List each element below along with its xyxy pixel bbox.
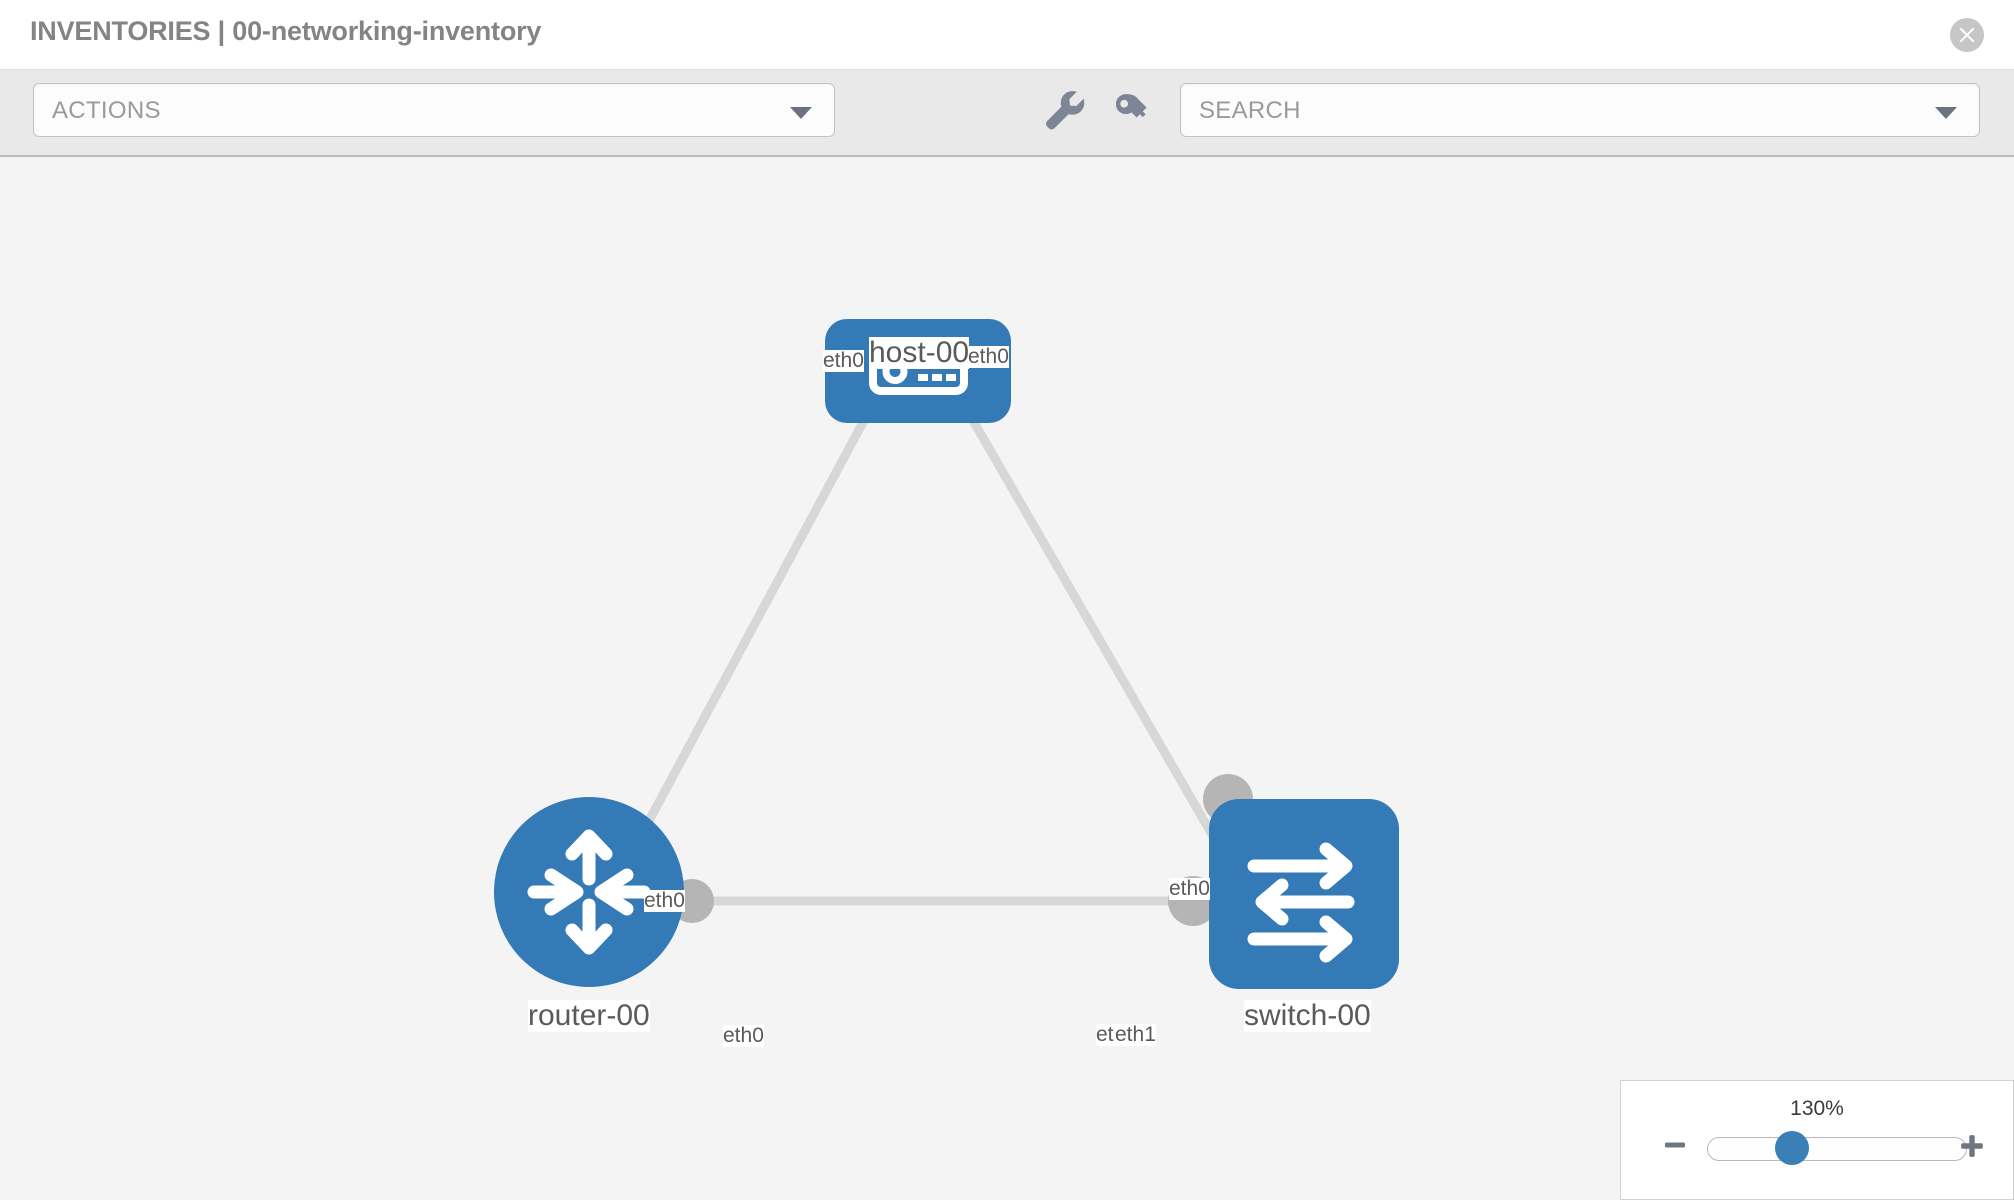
iface-label: eth0 [723,1024,764,1048]
iface-label: eth0 [823,349,864,373]
iface-label: eth0 [644,889,685,913]
plus-icon[interactable] [1959,1133,1985,1164]
minus-icon[interactable] [1663,1133,1687,1162]
search-placeholder: SEARCH [1199,97,1301,124]
page-header: INVENTORIES | 00-networking-inventory [0,0,2014,70]
zoom-control: 130% [1620,1080,2014,1200]
zoom-percent-label: 130% [1790,1097,1844,1120]
node-switch-00[interactable] [1209,799,1399,989]
zoom-slider[interactable] [1707,1137,1967,1161]
topology-canvas[interactable]: eth0 eth0 eth0 eth0 eth0 eth eth1 host-0… [0,157,2014,1200]
node-label-host-00: host-00 [869,336,970,369]
router-arrows-icon [527,829,651,955]
link-host00-switch00 [941,369,1229,860]
page-title: INVENTORIES | 00-networking-inventory [30,16,542,46]
link-host00-router00 [603,369,894,902]
iface-label: eth0 [968,345,1009,369]
iface-label: eth0 [1169,877,1210,901]
node-label-router-00: router-00 [528,999,650,1032]
node-router-00[interactable] [494,797,684,987]
chevron-down-icon [790,107,812,119]
actions-dropdown-label: ACTIONS [52,97,161,124]
chevron-down-icon [1935,107,1957,119]
key-icon[interactable] [1110,88,1156,134]
actions-dropdown[interactable]: ACTIONS [33,83,835,137]
switch-arrows-icon [1247,842,1355,963]
topology-links [603,369,1229,906]
search-input[interactable]: SEARCH [1180,83,1980,137]
zoom-slider-thumb[interactable] [1775,1131,1809,1165]
close-icon[interactable] [1950,18,1984,52]
iface-label: eth1 [1115,1023,1156,1047]
node-label-switch-00: switch-00 [1244,999,1371,1032]
topology-graph [494,319,1399,989]
topology-ports [670,337,1253,926]
wrench-icon[interactable] [1042,88,1088,134]
